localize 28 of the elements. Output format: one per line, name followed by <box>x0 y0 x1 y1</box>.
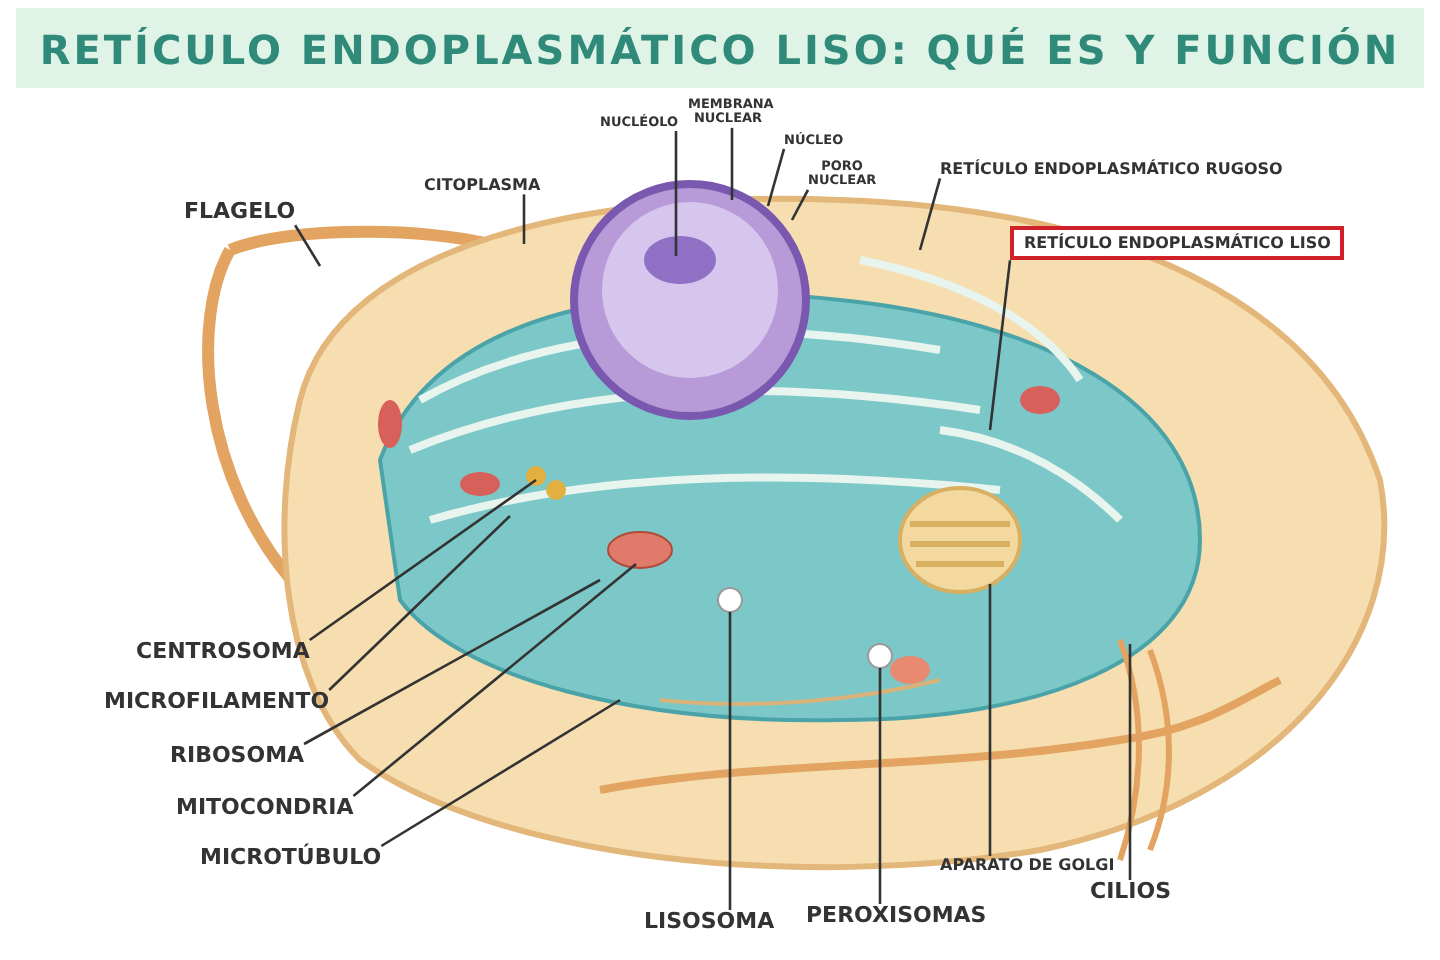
highlighted-part-label: RETÍCULO ENDOPLASMÁTICO LISO <box>1010 226 1345 261</box>
leader-line <box>352 563 637 797</box>
leader-line <box>294 224 322 267</box>
part-label: APARATO DE GOLGI <box>940 856 1115 875</box>
leader-line <box>380 698 621 848</box>
leader-line <box>766 148 786 207</box>
leader-line <box>728 612 732 910</box>
part-label: FLAGELO <box>184 200 296 226</box>
leader-line <box>1128 644 1132 880</box>
leader-line <box>303 578 601 746</box>
leader-line <box>878 668 882 904</box>
leader-line <box>328 515 511 691</box>
part-label: RETÍCULO ENDOPLASMÁTICO RUGOSO <box>940 160 1283 179</box>
leader-line <box>522 194 526 244</box>
leader-line <box>988 260 1012 431</box>
part-label: LISOSOMA <box>644 910 775 936</box>
leader-line <box>674 130 678 256</box>
part-label: CITOPLASMA <box>424 176 541 195</box>
leader-line <box>308 478 537 642</box>
leader-line <box>730 127 734 200</box>
leader-line <box>988 584 992 856</box>
part-label: PEROXISOMAS <box>806 904 987 930</box>
part-label: RIBOSOMA <box>170 744 305 770</box>
leader-line <box>790 189 810 221</box>
title: RETÍCULO ENDOPLASMÁTICO LISO: QUÉ ES Y FUNCIÓN <box>37 26 1403 74</box>
part-label: MICROTÚBULO <box>200 846 382 872</box>
part-label: CILIOS <box>1090 880 1172 906</box>
part-label: MITOCONDRIA <box>176 796 354 822</box>
